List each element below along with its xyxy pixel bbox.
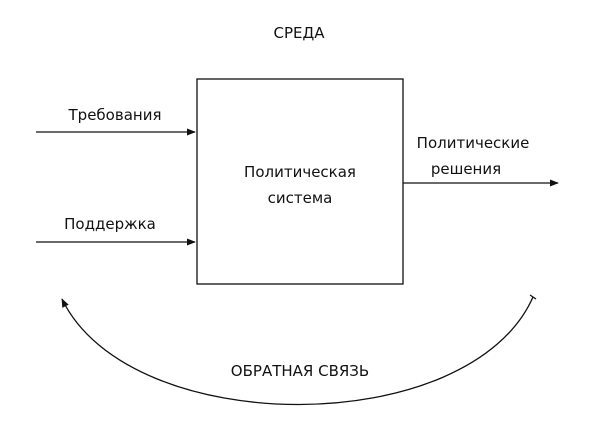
output-label-line1: Политические [417, 134, 530, 152]
demands-label: Требования [68, 106, 162, 124]
support-label: Поддержка [64, 215, 156, 233]
feedback-label: ОБРАТНАЯ СВЯЗЬ [231, 362, 369, 380]
political-system-box [196, 78, 404, 285]
environment-label: СРЕДА [274, 24, 326, 42]
system-label-line2: система [268, 189, 333, 207]
system-label-line1: Политическая [244, 163, 356, 181]
feedback-arc [61, 296, 534, 406]
feedback-arc-tail [529, 294, 537, 300]
output-label-line2: решения [431, 160, 501, 178]
